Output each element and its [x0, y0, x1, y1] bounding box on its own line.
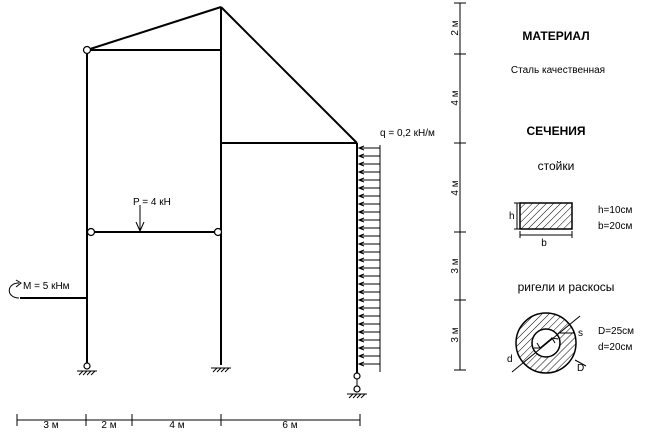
- q-arrow: [357, 281, 380, 287]
- q-arrow: [357, 225, 380, 231]
- ring-section: [511, 312, 587, 374]
- q-arrow: [357, 353, 380, 359]
- q-arrow: [357, 289, 380, 295]
- q-arrow: [357, 297, 380, 303]
- point-load-p: [135, 205, 145, 233]
- q-arrow: [357, 185, 380, 191]
- dim-v-1: 2 м: [450, 20, 461, 35]
- hinge-beam-left: [86, 227, 96, 237]
- hinges: [82, 45, 223, 237]
- material-title: МАТЕРИАЛ: [522, 29, 589, 43]
- dim-v-2: 4 м: [450, 90, 461, 105]
- q-arrow: [357, 169, 380, 175]
- dimension-vertical: 2 м 4 м 4 м 3 м 3 м: [450, 2, 466, 371]
- q-arrow: [357, 153, 380, 159]
- support-right: [347, 372, 367, 399]
- q-arrow: [357, 233, 380, 239]
- ring-s-label: s: [578, 328, 583, 339]
- dim-h-4: 6 м: [282, 420, 297, 431]
- columns-section-title: стойки: [538, 159, 575, 173]
- q-arrow: [357, 345, 380, 351]
- rect-h-value: h=10см: [598, 205, 633, 216]
- distributed-load: [357, 145, 381, 372]
- q-arrow: [357, 329, 380, 335]
- q-arrow: [357, 217, 380, 223]
- m-load-label: M = 5 кНм: [23, 281, 70, 292]
- q-load-label: q = 0,2 кН/м: [380, 128, 435, 139]
- beams-section-title: ригели и раскосы: [518, 280, 615, 294]
- dim-h-1: 3 м: [43, 420, 58, 431]
- dim-v-5: 3 м: [450, 327, 461, 342]
- q-arrow: [357, 361, 380, 367]
- q-arrow: [357, 201, 380, 207]
- ring-D-label: D: [577, 363, 584, 374]
- q-arrow: [357, 193, 380, 199]
- q-arrow: [357, 145, 380, 151]
- q-arrow: [357, 209, 380, 215]
- q-arrow: [357, 273, 380, 279]
- top-rafter-right: [220, 6, 358, 144]
- rect-b-label: b: [541, 238, 547, 249]
- q-arrow: [357, 257, 380, 263]
- support-middle: [211, 367, 231, 373]
- q-arrow: [357, 241, 380, 247]
- q-arrow: [357, 177, 380, 183]
- ring-d-label: d: [507, 354, 513, 365]
- rect-b-value: b=20см: [598, 221, 633, 232]
- dim-v-4: 3 м: [450, 258, 461, 273]
- ring-d-value: d=20см: [598, 342, 633, 353]
- hinge-top-left: [82, 45, 92, 55]
- p-load-label: P = 4 кН: [133, 197, 171, 208]
- moment-m: [8, 279, 22, 299]
- ring-D-value: D=25см: [598, 326, 634, 337]
- rect-h-label: h: [509, 211, 515, 222]
- dim-h-3: 4 м: [169, 420, 184, 431]
- q-arrow: [357, 313, 380, 319]
- rect-section: [514, 202, 573, 238]
- dim-h-2: 2 м: [101, 420, 116, 431]
- q-arrow: [357, 249, 380, 255]
- q-arrow: [357, 265, 380, 271]
- top-rafter-left: [86, 6, 222, 51]
- q-arrow: [357, 321, 380, 327]
- sections-title: СЕЧЕНИЯ: [526, 124, 585, 138]
- material-name: Сталь качественная: [511, 65, 605, 76]
- frame-structure: [20, 6, 358, 373]
- dimension-horizontal: 3 м 2 м 4 м 6 м: [16, 414, 361, 431]
- dim-v-3: 4 м: [450, 180, 461, 195]
- hinge-beam-right: [213, 227, 223, 237]
- q-arrow: [357, 337, 380, 343]
- q-arrow: [357, 305, 380, 311]
- q-arrow: [357, 161, 380, 167]
- support-left: [77, 362, 97, 376]
